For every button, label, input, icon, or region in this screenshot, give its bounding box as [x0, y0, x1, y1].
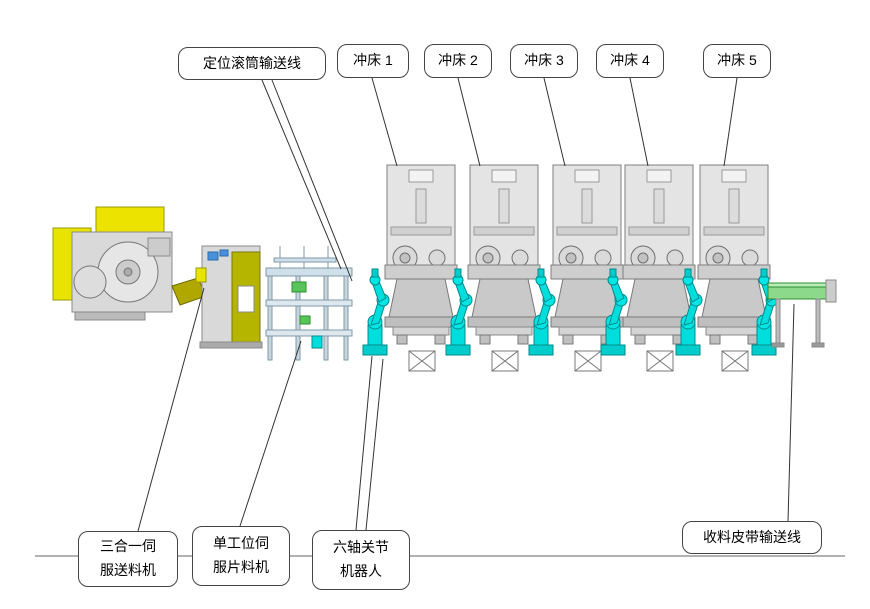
press-machine-1	[384, 164, 458, 372]
press-machine-2	[467, 164, 541, 372]
roller-conveyor-frame	[265, 246, 353, 361]
callout-press-3: 冲床 3	[510, 44, 578, 78]
callout-six-axis-robot: 六轴关节 机器人	[312, 530, 410, 590]
callout-belt-conveyor: 收料皮带输送线	[682, 521, 822, 554]
six-axis-robot-1	[362, 268, 390, 356]
callout-press-2: 冲床 2	[424, 44, 492, 78]
servo-feeder-machine	[52, 206, 207, 321]
belt-conveyor-machine	[767, 279, 837, 348]
sheet-feeder-machine	[195, 245, 263, 349]
callout-roller-conveyor: 定位滚筒输送线	[178, 47, 326, 80]
callout-press-4: 冲床 4	[596, 44, 664, 78]
callout-press-5: 冲床 5	[703, 44, 771, 78]
callout-press-1: 冲床 1	[337, 44, 409, 78]
callout-sheet-feeder: 单工位伺 服片料机	[192, 526, 290, 586]
leader-lines	[137, 77, 795, 532]
callout-servo-feeder: 三合一伺 服送料机	[78, 531, 178, 587]
